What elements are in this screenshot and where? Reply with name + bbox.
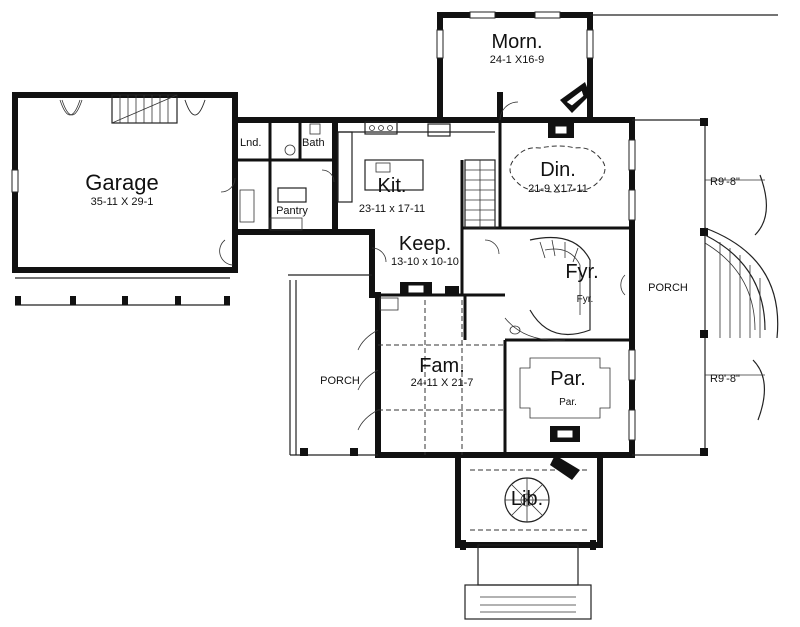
foyer: Fyr. Fyr. [484,236,626,341]
library-name: Lib. [511,488,543,510]
garage-post [224,296,230,305]
service-wing: Lnd. Bath Pantry [239,123,335,231]
straight-stair-icon [464,159,496,229]
fireplace-icon [550,455,580,480]
range-icon [364,121,398,135]
porch-right-label: PORCH [648,282,688,294]
interior-walls [235,120,632,455]
garage-post [70,296,76,305]
kitchen-island [364,159,424,191]
kitchen-name: Kit. [378,175,407,197]
garage-dims: 35-11 X 29-1 [91,196,154,208]
kitchen: Kit. 23-11 x 17-11 [337,121,496,229]
spiral-stair-icon [504,477,550,523]
fireplace-icon [400,282,432,296]
family-name: Fam. [419,355,465,377]
porch-right: PORCH R9'-8" R9'-8" [628,118,779,456]
garage-post [15,296,21,305]
parlor: Par. Par. [519,357,611,442]
door-swing-icon [220,177,236,193]
dining-room: Din. 21-9 X17-11 [509,122,606,195]
keeping-name: Keep. [399,233,451,255]
porch-left-label: PORCH [320,375,360,387]
keeping-dims: 13-10 x 10-10 [391,256,459,268]
garage: Garage 35-11 X 29-1 [11,94,236,306]
library: Lib. [460,455,596,620]
garage-post [122,296,128,305]
straight-stair-icon [111,94,178,124]
porch-radius-bottom: R9'-8" [710,373,740,385]
fireplace-icon [548,122,574,138]
fireplace-icon [550,426,580,442]
family-dims: 24-11 X 21-7 [411,377,474,389]
morning-dims: 24-1 X16-9 [490,54,544,66]
dining-name: Din. [540,159,576,181]
fireplace-icon [560,82,590,113]
morning-name: Morn. [491,31,542,53]
parlor-name: Par. [550,368,586,390]
porch-radius-top: R9'-8" [710,176,740,188]
pantry-name: Pantry [276,205,308,217]
foyer-sub: Fyr. [577,294,594,305]
kitchen-dims: 23-11 x 17-11 [359,203,425,215]
dining-dims: 21-9 X17-11 [528,183,588,195]
keeping-room: Keep. 13-10 x 10-10 [371,233,459,311]
parlor-sub: Par. [559,397,577,408]
garage-post [175,296,181,305]
curved-stair-icon [529,236,591,336]
door-swing-icon [61,99,83,116]
bath-name: Bath [302,137,325,149]
family-room: Fam. 24-11 X 21-7 [357,300,505,455]
porch-left: PORCH [288,274,378,456]
laundry-name: Lnd. [240,137,261,149]
morning-room: Morn. 24-1 X16-9 [436,11,594,121]
garage-name: Garage [85,170,158,195]
foyer-name: Fyr. [565,261,598,283]
